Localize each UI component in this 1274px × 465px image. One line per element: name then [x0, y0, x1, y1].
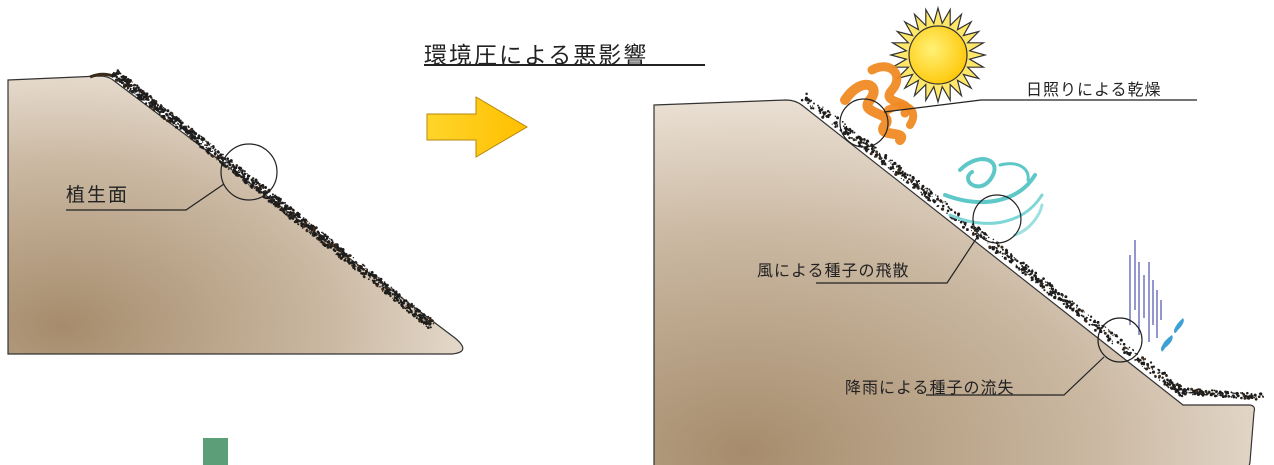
vegetation-callout — [66, 143, 278, 211]
rain-icon — [1129, 240, 1162, 342]
sun-icon — [888, 5, 988, 105]
marker-square — [203, 438, 228, 465]
rain-callout — [926, 317, 1143, 396]
sun-callout — [839, 98, 1197, 148]
vegetation-surface — [111, 69, 435, 329]
title-underline — [424, 64, 705, 66]
left-slope — [7, 69, 464, 355]
vegetation-label: 植生面 — [66, 184, 130, 206]
vegetation-surface-damaged — [800, 92, 1265, 401]
right-slope — [653, 92, 1265, 465]
water-drop-icon — [1161, 318, 1184, 352]
wind-callout — [816, 194, 1022, 284]
arrow-right-icon — [426, 96, 528, 158]
heat-wave-icon — [840, 62, 918, 145]
wind-icon — [943, 157, 1044, 237]
wind-scatter-label: 風による種子の飛散 — [757, 261, 910, 280]
sun-drying-label: 日照りによる乾燥 — [1026, 80, 1162, 99]
rain-washout-label: 降雨による種子の流失 — [845, 378, 1015, 397]
